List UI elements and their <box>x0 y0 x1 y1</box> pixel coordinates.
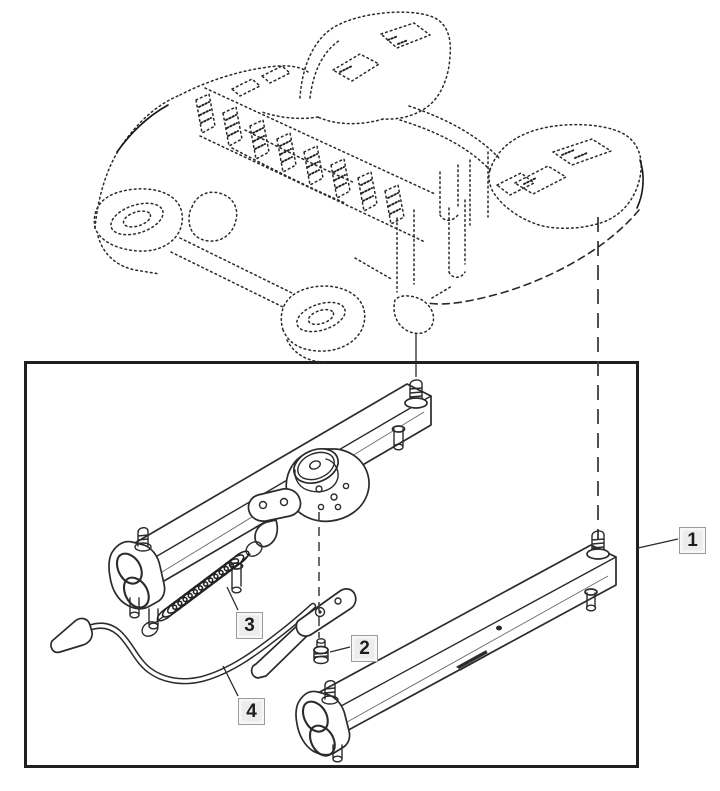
seat-pan-rib-hatch <box>198 101 212 124</box>
seat-pan-rib <box>276 132 297 173</box>
seat-pan-rib <box>303 145 324 186</box>
callout-leaders <box>222 538 679 697</box>
lower-rail <box>295 530 617 763</box>
callout-badge-3[interactable]: 3 <box>236 612 263 639</box>
seat-pan-rib <box>195 93 216 134</box>
seat-pan-rib-hatch <box>225 114 239 137</box>
callout-number: 2 <box>359 637 370 659</box>
callout-2-leader <box>329 646 351 653</box>
seat-pan-rib <box>357 171 378 212</box>
callout-4-leader <box>222 665 239 697</box>
callout-number: 1 <box>687 529 698 551</box>
lever-bracket <box>250 588 357 679</box>
callout-badge-1[interactable]: 1 <box>679 527 706 554</box>
extension-spring <box>141 541 263 637</box>
adjuster-handle-rod <box>50 602 317 685</box>
spring-coil-loop <box>228 550 250 568</box>
seat-pan-rib-hatch <box>360 179 374 202</box>
seat-pan-rib <box>330 158 351 199</box>
seat-pan-rib <box>249 119 270 160</box>
spring-coil <box>156 550 250 622</box>
callout-badge-2[interactable]: 2 <box>351 635 378 662</box>
seat-pan-rib-hatch <box>333 166 347 189</box>
leader-lines <box>415 217 599 539</box>
bolt <box>313 638 329 665</box>
seat-pan-rib-hatch <box>252 127 266 150</box>
callout-badge-4[interactable]: 4 <box>238 698 265 725</box>
seat-pan-outline <box>93 11 644 363</box>
seat-pan-rib-hatch <box>306 153 320 176</box>
seat-pan-rib <box>222 106 243 147</box>
exploded-view-frame <box>24 361 639 768</box>
seat-pan-rib <box>384 184 405 225</box>
seat-pan-ribs <box>195 93 405 225</box>
adjuster-cam-plate <box>247 447 370 548</box>
callout-number: 3 <box>244 614 255 636</box>
seat-pan-rib-hatch <box>279 140 293 163</box>
callout-1-leader <box>637 538 679 549</box>
seat-pan-rib-hatch <box>387 192 401 215</box>
callout-number: 4 <box>246 700 257 722</box>
callout-3-leader <box>226 586 239 611</box>
